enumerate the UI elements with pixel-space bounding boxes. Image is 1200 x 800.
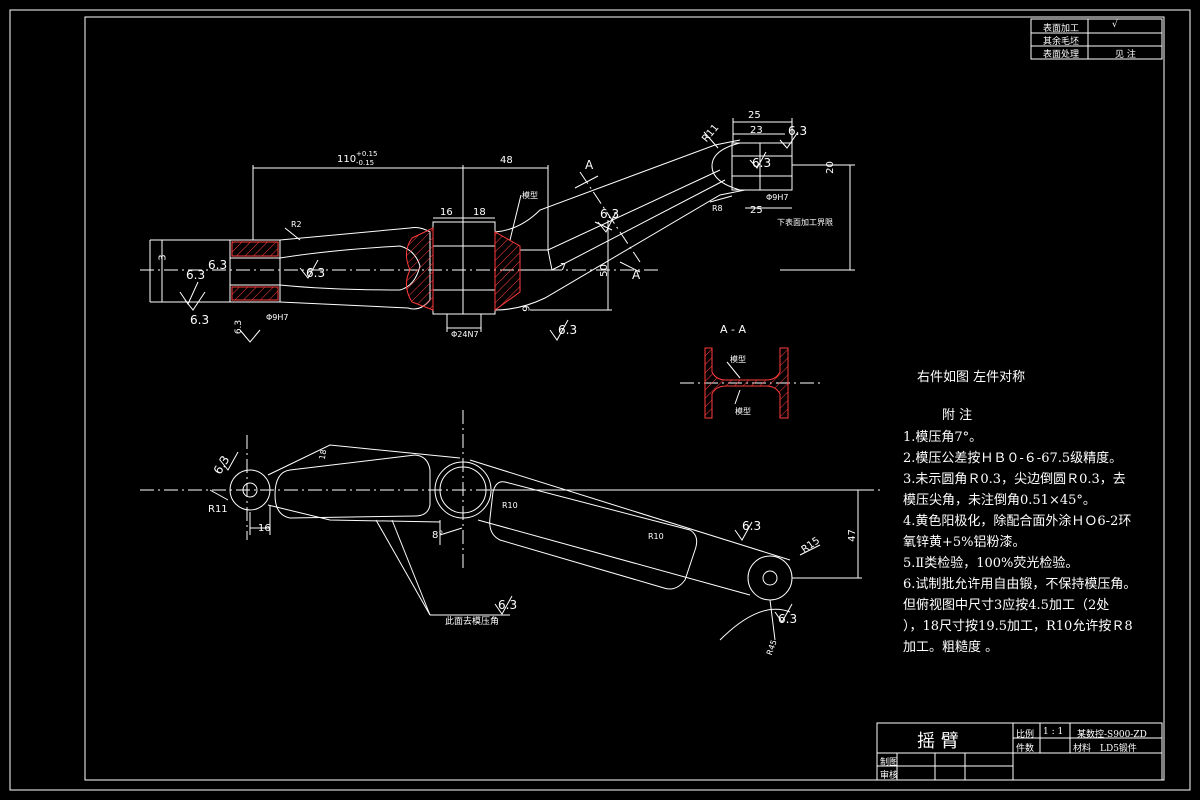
dim-18: 18 [473,207,486,218]
dim-9: 9 [521,305,533,312]
plan-dim-r11: R11 [208,504,228,515]
dim-16: 16 [440,207,453,218]
dim-length-110: 110 [337,154,357,165]
scale-value: 1 : 1 [1043,727,1064,737]
drawing-number: 某数控-S900-ZD [1077,730,1147,740]
note-line-3: 3.未示圆角Ｒ0.3，尖边倒圆Ｒ0.3，去 [903,472,1126,487]
sheet-border [9,9,1191,791]
note-line-1: 1.模压角7°。 [903,430,983,445]
roughness-front-2: 6.3 [208,258,228,272]
dim-r8-front: R8 [712,204,723,213]
note-line-11: 加工。粗糙度 。 [903,640,999,655]
note-line-8: 6.试制批允许用自由锻，不保持模压角。 [903,577,1137,592]
note-line-5: 4.黄色阳极化，除配合面外涂ＨＯ6-2环 [903,514,1132,529]
die-mark-front: 模型 [522,191,538,200]
plan-roughness-4: 6.3 [498,598,518,612]
lower-surface-note: 下表面加工界限 [777,218,833,227]
note-line-9: 但俯视图中尺寸3应按4.5加工（2处 [903,598,1110,613]
count-label: 件数 [1016,744,1035,754]
symmetry-note: 右件如图 左件对称 [917,370,1026,385]
note-line-2: 2.模压公差按ＨＢ０-６-67.5级精度。 [903,451,1123,466]
roughness-front-1: 6.3 [186,268,206,282]
plan-dim-18: 18 [317,448,329,461]
roughness-front-7: 6.3 [788,124,808,138]
note-line-10: ），18尺寸按19.5加工，R10允许按Ｒ8 [903,619,1133,634]
material-label: 材料 [1073,744,1092,754]
corner-table-rest-blank: 其余毛坯 [1043,37,1080,47]
drawing-frame [84,16,1165,781]
dim-r2-front: R2 [291,220,302,229]
section-aa-die-mark-top: 模型 [730,355,746,364]
plan-dim-r10-left: R10 [502,501,518,510]
part-name: 摇 臂 [917,731,959,752]
roughness-symbols-plan [219,451,793,623]
section-aa-die-mark-bottom: 模型 [735,407,751,416]
checked-by-label: 审核 [880,771,899,781]
front-section-hatch [406,227,434,311]
notes-heading: 附 注 [942,408,973,423]
section-mark-bottom: A [632,268,641,282]
plan-roughness-3: 6.3 [778,612,798,626]
plan-dim-16: 16 [258,523,271,534]
dim-7: 7 [560,262,567,273]
dim-23: 23 [750,125,763,136]
plan-view-outline [140,410,880,641]
front-section-hatch-right [494,231,521,311]
roughness-front-6: 6.3 [600,207,620,221]
section-mark-top: A [585,158,594,172]
roughness-symbols-front [179,131,799,343]
note-line-4: 模压尖角，未注倒角0.51×45°。 [903,493,1096,508]
drawn-by-label: 制图 [880,758,899,768]
note-line-7: 5.Ⅱ类检验，100%荧光检验。 [903,556,1079,571]
corner-table-surface-machining: 表面加工 [1043,24,1080,34]
roughness-front-4: 6.3 [190,313,210,327]
dim-50: 50 [598,264,610,277]
roughness-front-8: 6.3 [752,156,772,170]
note-line-6: 氧锌黄+5%铝粉漆。 [903,535,1026,550]
material-value: LD5锻件 [1100,744,1137,754]
corner-table-see-notes: 见 注 [1115,50,1136,60]
plan-dim-r10-right: R10 [648,532,664,541]
roughness-front-3: 6.3 [306,266,326,280]
plan-surface-note: 此面去模压角 [445,617,500,627]
corner-table-surface-treatment: 表面处理 [1043,50,1080,60]
dim-25-bottom: 25 [750,205,763,216]
dim-3-left: 3 [157,254,169,261]
plan-dim-angle: 8° [432,530,444,541]
dim-phi9h7-left: Φ9H7 [266,313,289,322]
plan-dim-47: 47 [846,529,858,542]
dim-20: 20 [824,161,836,174]
corner-table-lines [1030,18,1163,60]
front-view-outline [140,118,855,332]
title-block-lines [876,722,1163,781]
dim-phi9h7-right: Φ9H7 [766,193,789,202]
scale-label: 比例 [1016,730,1035,740]
dim-48: 48 [500,155,513,166]
dim-25-top: 25 [748,110,761,121]
roughness-front-5: 6.3 [558,323,578,337]
roughness-front-9: 6.3 [234,319,245,335]
roughness-check-icon: √ [1112,20,1118,30]
section-aa-title: A - A [720,323,747,336]
section-aa-view [680,347,820,419]
dim-phi24n7: Φ24N7 [451,330,479,339]
dim-tol-upper: +0.15 [356,150,378,158]
plan-roughness-2: 6.3 [742,519,762,533]
left-lug-hatch [231,241,279,301]
dim-tol-lower: -0.15 [356,159,375,167]
